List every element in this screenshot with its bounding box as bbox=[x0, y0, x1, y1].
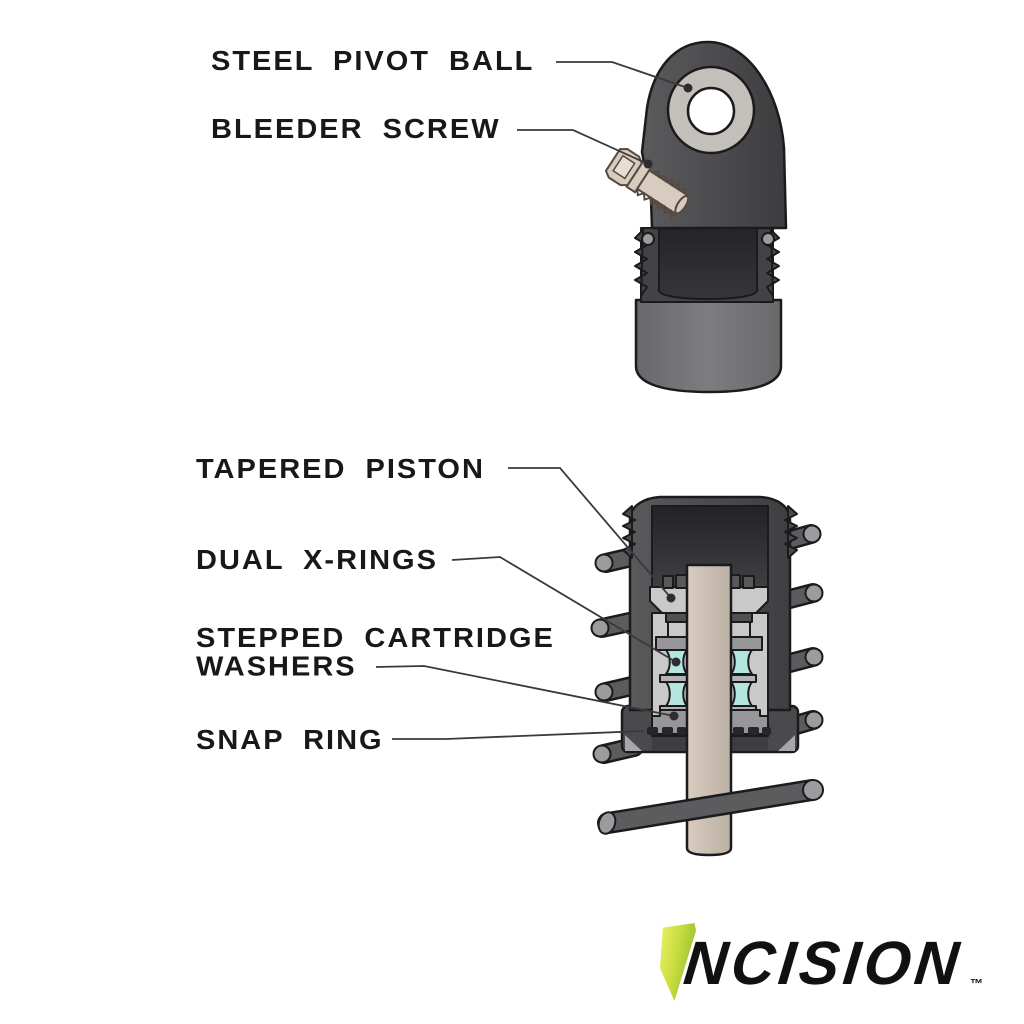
washer-separator-right bbox=[729, 674, 757, 683]
leader-dot-tapered-piston bbox=[666, 593, 676, 603]
thread-top-left bbox=[641, 232, 655, 246]
washer-step-left-2 bbox=[655, 636, 689, 651]
leader-line-dual-x-rings bbox=[451, 556, 677, 663]
dual-x-rings-label: DUAL X-RINGS bbox=[196, 545, 438, 576]
leader-line-bleeder-screw bbox=[517, 129, 649, 165]
upper-shock-cap-diagram bbox=[517, 40, 788, 394]
pivot-ball-hole bbox=[686, 86, 736, 136]
piston-spacer-right bbox=[729, 612, 753, 623]
incision-logo-text: NCISION bbox=[680, 929, 966, 998]
leader-dot-bleeder-screw bbox=[643, 159, 653, 169]
leader-line-steel-pivot-ball bbox=[556, 61, 689, 89]
leader-line-tapered-piston bbox=[508, 467, 672, 599]
tapered-piston-label: TAPERED PISTON bbox=[196, 454, 485, 485]
thread-top-right bbox=[761, 232, 775, 246]
trademark-symbol: ™ bbox=[970, 976, 983, 991]
leader-dot-stepped-washers bbox=[669, 711, 679, 721]
shock-body-tube bbox=[634, 298, 783, 394]
leader-dot-steel-pivot-ball bbox=[683, 83, 693, 93]
washer-step-right-2 bbox=[729, 636, 763, 651]
leader-line-stepped-washers bbox=[375, 665, 675, 717]
snap-ring-part bbox=[647, 727, 771, 735]
front-spring-coil bbox=[597, 779, 824, 835]
flange-chamfer-left bbox=[625, 735, 642, 751]
washer-step-left-1 bbox=[667, 621, 689, 638]
lower-shock-cartridge-diagram bbox=[375, 467, 824, 857]
flange-chamfer-right bbox=[778, 735, 795, 751]
snap-ring-label: SNAP RING bbox=[196, 725, 384, 756]
piston-spacer-left bbox=[665, 612, 689, 623]
shell-thread-right bbox=[784, 505, 798, 559]
incision-logo: NCISION ™ bbox=[648, 920, 1018, 1012]
bleeder-screw-label: BLEEDER SCREW bbox=[211, 114, 501, 145]
leader-dot-dual-x-rings bbox=[671, 657, 681, 667]
washer-separator-left bbox=[659, 674, 689, 683]
shell-thread-left bbox=[622, 505, 636, 559]
steel-pivot-ball-label: STEEL PIVOT BALL bbox=[211, 46, 535, 77]
shock-shaft bbox=[685, 563, 733, 857]
leader-line-snap-ring bbox=[392, 730, 645, 740]
inner-cylinder bbox=[658, 222, 758, 300]
washer-step-right-1 bbox=[729, 621, 751, 638]
stepped-cartridge-washers-label: STEPPED CARTRIDGE WASHERS bbox=[196, 623, 555, 682]
